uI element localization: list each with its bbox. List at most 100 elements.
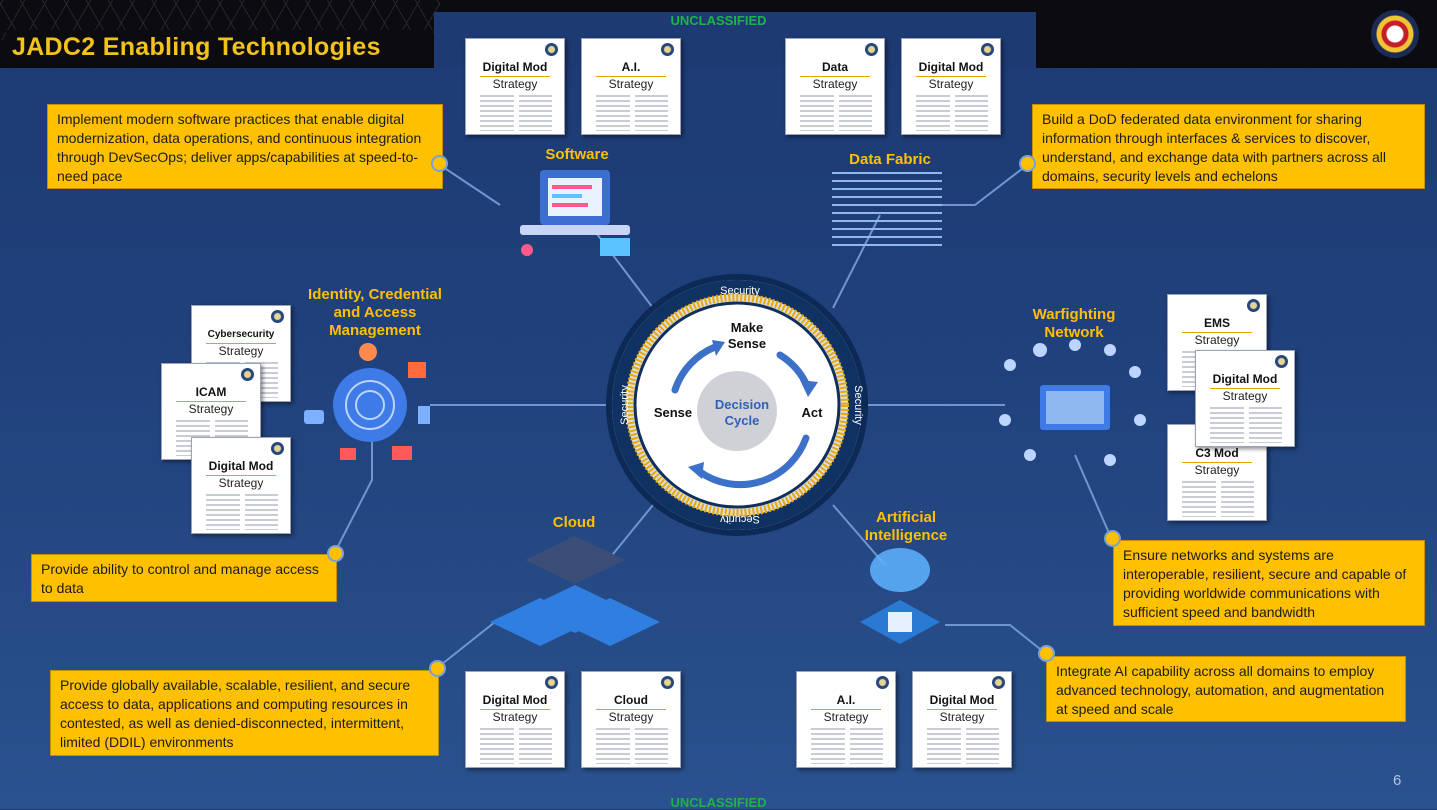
doc-title: A.I.	[836, 693, 856, 707]
category-icam-line2: and Access	[333, 304, 417, 321]
dod-seal-icon	[271, 310, 284, 323]
classification-top: UNCLASSIFIED	[670, 13, 767, 28]
dod-seal-icon	[271, 442, 284, 455]
sense-label: Sense	[654, 405, 692, 420]
callout-data-fabric: Build a DoD federated data environment f…	[1032, 104, 1425, 189]
dod-seal-icon	[661, 43, 674, 56]
dod-seal-icon	[876, 676, 889, 689]
security-ring	[612, 280, 862, 530]
category-warfighting-line2: Network	[1044, 324, 1104, 341]
page-title: JADC2 Enabling Technologies	[12, 33, 381, 61]
doc-subtitle: Strategy	[1222, 389, 1268, 403]
callout-warfighting: Ensure networks and systems are interope…	[1113, 540, 1425, 626]
doc-subtitle: Strategy	[218, 476, 264, 490]
icam-illustration	[304, 343, 430, 460]
connector-dot-icam	[327, 545, 344, 562]
doc-title: Cloud	[614, 693, 648, 707]
doc-title: Digital Mod	[1212, 372, 1278, 386]
security-right-label: Security	[852, 385, 864, 425]
security-left-label: Security	[619, 385, 631, 425]
classification-bottom: UNCLASSIFIED	[670, 795, 767, 810]
cloud-illustration	[490, 536, 660, 646]
make-sense-line2: Sense	[728, 336, 766, 351]
jcs-seal-icon	[1371, 10, 1419, 58]
dod-seal-icon	[1275, 355, 1288, 368]
doc-subtitle: Strategy	[492, 710, 538, 724]
dod-seal-icon	[981, 43, 994, 56]
category-warfighting-line1: Warfighting	[1032, 306, 1116, 323]
doc-title: Digital Mod	[918, 60, 984, 74]
category-ai-line1: Artificial	[875, 509, 936, 526]
decision-cycle-line2: Cycle	[725, 413, 760, 428]
connector-lines	[334, 164, 1113, 669]
doc-subtitle: Strategy	[939, 710, 985, 724]
network-illustration	[999, 339, 1146, 466]
doc-title: Data	[821, 60, 848, 74]
dod-seal-icon	[241, 368, 254, 381]
doc-title: C3 Mod	[1195, 446, 1239, 460]
title-box	[6, 30, 433, 68]
connector-dot-warfighting	[1104, 530, 1121, 547]
dod-seal-icon	[545, 43, 558, 56]
make-sense-line1: Make	[731, 320, 764, 335]
doc-subtitle: Strategy	[928, 77, 974, 91]
doc-subtitle: Strategy	[812, 77, 858, 91]
page-number: 6	[1393, 772, 1402, 789]
dod-seal-icon	[545, 676, 558, 689]
dod-seal-icon	[661, 676, 674, 689]
category-cloud: Cloud	[552, 514, 596, 531]
doc-subtitle: Strategy	[188, 402, 234, 416]
software-illustration	[520, 170, 630, 256]
data-fabric-illustration	[832, 172, 942, 246]
category-software: Software	[545, 146, 609, 163]
security-top-label: Security	[720, 285, 760, 297]
callout-icam: Provide ability to control and manage ac…	[31, 554, 337, 602]
strategy-doc-software-2: A.I. Strategy	[581, 38, 681, 135]
doc-subtitle: Strategy	[1194, 333, 1240, 347]
category-data-fabric: Data Fabric	[849, 151, 931, 168]
callout-ai: Integrate AI capability across all domai…	[1046, 656, 1406, 722]
doc-title: Digital Mod	[208, 459, 274, 473]
doc-title: Cybersecurity	[207, 329, 275, 340]
category-icam-line3: Management	[329, 322, 421, 339]
callout-cloud: Provide globally available, scalable, re…	[50, 670, 439, 756]
decision-cycle-line1: Decision	[715, 397, 769, 412]
doc-subtitle: Strategy	[608, 77, 654, 91]
doc-title: A.I.	[621, 60, 641, 74]
category-ai-line2: Intelligence	[864, 527, 948, 544]
category-icam: Identity, Credential and Access Manageme…	[284, 286, 466, 340]
dod-seal-icon	[1247, 299, 1260, 312]
dod-seal-icon	[992, 676, 1005, 689]
security-bottom-label: Security	[720, 513, 760, 525]
connector-dot-software	[431, 155, 448, 172]
category-warfighting: Warfighting Network	[1014, 306, 1134, 342]
doc-subtitle: Strategy	[608, 710, 654, 724]
connector-dot-data-fabric	[1019, 155, 1036, 172]
connector-dot-cloud	[429, 660, 446, 677]
category-icam-line1: Identity, Credential	[308, 286, 442, 303]
doc-title: EMS	[1203, 316, 1230, 330]
doc-title: Digital Mod	[482, 60, 548, 74]
strategy-doc-ai-1: A.I.Strategy	[796, 671, 896, 768]
binary-ring	[625, 293, 849, 517]
arrow-heads	[688, 340, 818, 479]
callout-software: Implement modern software practices that…	[47, 104, 443, 189]
category-ai: Artificial Intelligence	[846, 509, 966, 545]
doc-title: Digital Mod	[482, 693, 548, 707]
doc-title: ICAM	[195, 385, 227, 399]
dod-seal-icon	[865, 43, 878, 56]
act-label: Act	[802, 405, 824, 420]
connector-dot-ai	[1038, 645, 1055, 662]
doc-subtitle: Strategy	[1194, 463, 1240, 477]
doc-title: Digital Mod	[929, 693, 995, 707]
doc-subtitle: Strategy	[218, 344, 264, 358]
